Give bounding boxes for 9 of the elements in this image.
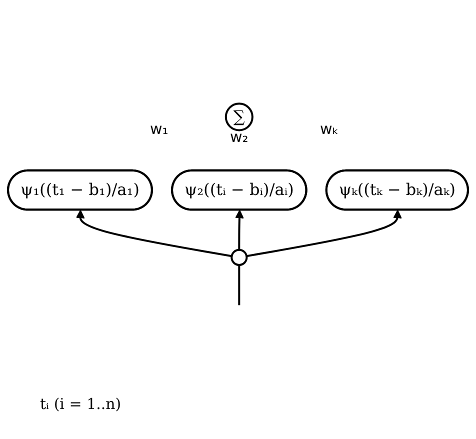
arrow xyxy=(246,210,402,258)
connector xyxy=(238,264,240,306)
input-label: tᵢ (i = 1..n) xyxy=(40,395,122,413)
arrow xyxy=(235,210,244,250)
arrow xyxy=(76,210,232,258)
weight-label: wₖ xyxy=(320,120,339,138)
node-circle xyxy=(230,248,248,266)
node-circle: ∑ xyxy=(224,102,254,132)
weight-label: w₁ xyxy=(150,120,168,138)
